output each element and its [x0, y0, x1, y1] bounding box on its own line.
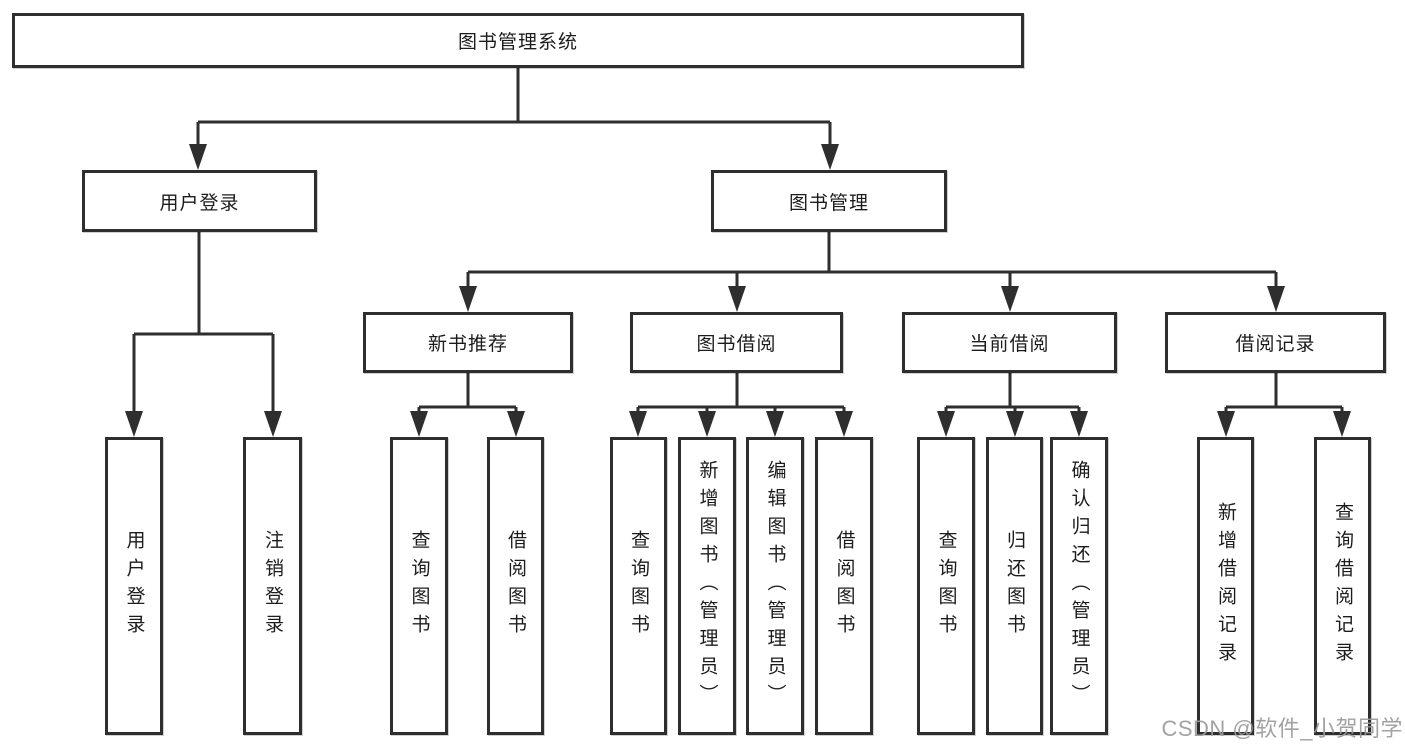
node-br-add-record-label: 新增借阅记录 [1215, 502, 1236, 670]
node-cb-confirm-return-admin-label: 确认归还（管理员） [1068, 460, 1090, 712]
node-book-borrowing: 图书借阅 [630, 312, 843, 373]
node-cb-query-books: 查询图书 [917, 437, 975, 735]
node-leaf-user-login: 用户登录 [105, 437, 163, 735]
csdn-watermark: CSDN @软件_小贺同学 [1161, 716, 1403, 741]
node-current-borrowing: 当前借阅 [902, 312, 1117, 373]
node-new-book-recommend-label: 新书推荐 [427, 334, 508, 355]
node-leaf-user-login-label: 用户登录 [123, 530, 145, 642]
node-br-add-record: 新增借阅记录 [1197, 437, 1254, 735]
node-library-system: 图书管理系统 [12, 13, 1024, 68]
node-br-query-record: 查询借阅记录 [1314, 437, 1371, 735]
node-current-borrowing-label: 当前借阅 [969, 334, 1050, 355]
node-bb-borrow-books: 借阅图书 [815, 437, 873, 735]
node-book-management-label: 图书管理 [788, 192, 869, 214]
node-cb-return-books-label: 归还图书 [1004, 530, 1025, 642]
node-bb-query-books: 查询图书 [610, 437, 667, 735]
node-bb-edit-books-admin: 编辑图书（管理员） [746, 437, 804, 735]
node-new-book-recommend: 新书推荐 [363, 312, 573, 373]
node-cb-return-books: 归还图书 [986, 437, 1043, 735]
node-borrowing-records: 借阅记录 [1165, 312, 1386, 373]
node-nbr-query-books: 查询图书 [390, 437, 448, 735]
node-cb-confirm-return-admin: 确认归还（管理员） [1050, 437, 1108, 735]
node-bb-edit-books-admin-label: 编辑图书（管理员） [764, 460, 786, 712]
node-nbr-query-books-label: 查询图书 [408, 530, 430, 642]
node-leaf-logout: 注销登录 [243, 437, 302, 735]
node-br-query-record-label: 查询借阅记录 [1332, 502, 1353, 670]
node-nbr-borrow-books-label: 借阅图书 [505, 530, 526, 642]
node-bb-add-books-admin-label: 新增图书（管理员） [696, 460, 718, 712]
node-book-borrowing-label: 图书借阅 [696, 334, 777, 355]
node-borrowing-records-label: 借阅记录 [1235, 334, 1316, 355]
node-book-management: 图书管理 [711, 170, 947, 232]
node-user-login: 用户登录 [82, 170, 317, 232]
node-user-login-label: 用户登录 [159, 192, 240, 214]
node-library-system-label: 图书管理系统 [457, 32, 578, 53]
node-leaf-logout-label: 注销登录 [262, 530, 283, 642]
node-bb-query-books-label: 查询图书 [628, 530, 649, 642]
node-bb-add-books-admin: 新增图书（管理员） [678, 437, 736, 735]
node-bb-borrow-books-label: 借阅图书 [833, 530, 855, 642]
node-nbr-borrow-books: 借阅图书 [487, 437, 544, 735]
node-cb-query-books-label: 查询图书 [935, 530, 957, 642]
